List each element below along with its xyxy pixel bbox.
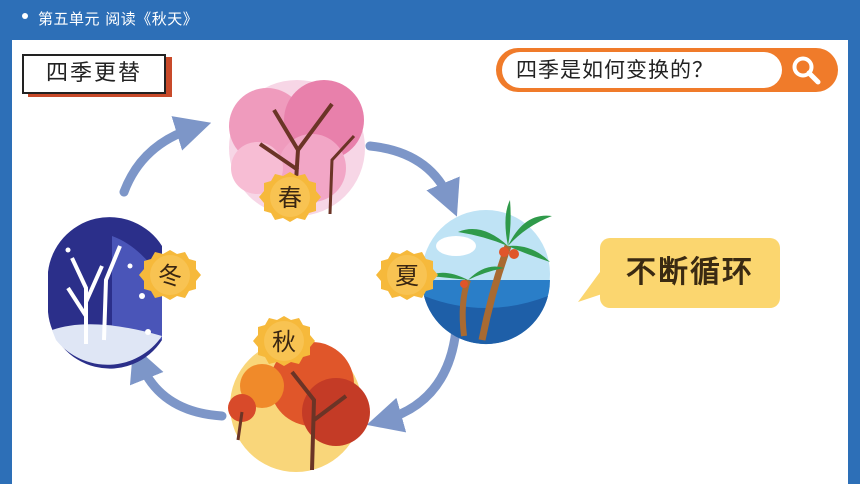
- loop-label: 不断循环: [626, 255, 754, 290]
- section-tag-label: 四季更替: [45, 61, 142, 86]
- loop-callout: 不断循环: [600, 238, 780, 308]
- bullet-icon: [22, 13, 28, 19]
- breadcrumb: 第五单元 阅读《秋天》: [38, 10, 199, 28]
- cycle-arrows: [119, 116, 461, 433]
- question-text-area: 四季是如何变换的？: [502, 52, 782, 88]
- arrow-spring-to-summer: [365, 141, 460, 217]
- section-tag: 四季更替: [22, 54, 166, 94]
- season-cycle: 春 夏 秋 冬: [40, 80, 614, 472]
- question-box[interactable]: 四季是如何变换的？: [496, 48, 838, 92]
- summer-illustration: [422, 200, 552, 345]
- season-label-autumn: 秋: [272, 328, 296, 356]
- arrow-summer-to-autumn: [366, 325, 461, 433]
- arrow-autumn-to-winter: [129, 345, 227, 421]
- season-badge-autumn[interactable]: 秋: [253, 316, 315, 366]
- season-badge-winter[interactable]: 冬: [139, 250, 201, 300]
- season-badge-summer[interactable]: 夏: [376, 250, 438, 300]
- top-bar: 第五单元 阅读《秋天》: [0, 0, 860, 40]
- season-label-spring: 春: [278, 184, 302, 212]
- winter-illustration: [40, 217, 176, 369]
- season-badge-spring[interactable]: 春: [259, 172, 321, 222]
- season-label-winter: 冬: [158, 262, 182, 290]
- autumn-illustration: [228, 340, 370, 472]
- season-label-summer: 夏: [395, 262, 419, 290]
- search-icon[interactable]: [788, 52, 824, 88]
- slide-canvas: 四季更替 四季是如何变换的？: [12, 40, 848, 484]
- arrow-winter-to-spring: [119, 116, 212, 197]
- question-text: 四季是如何变换的？: [516, 58, 714, 82]
